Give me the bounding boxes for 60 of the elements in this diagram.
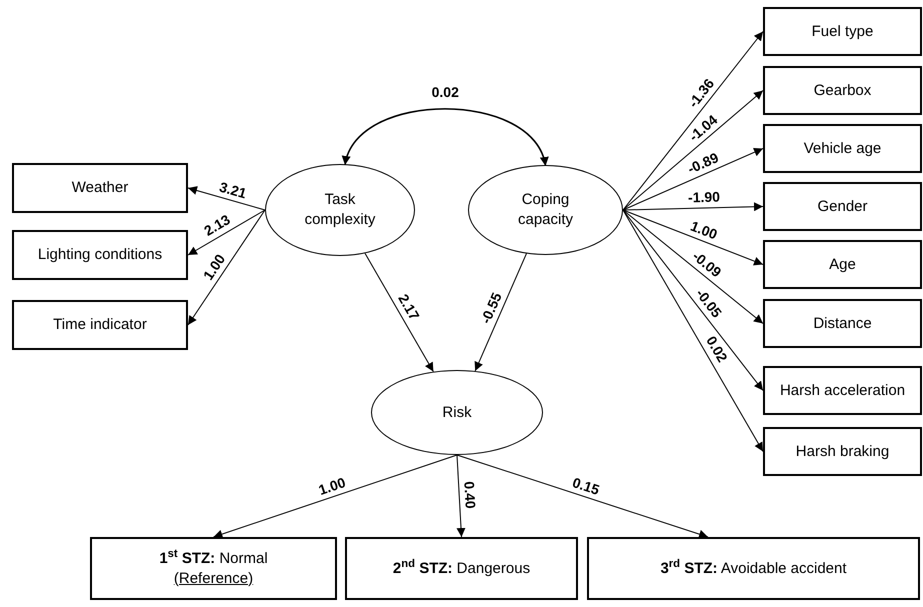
arrow	[456, 454, 708, 538]
edge-label: 1.00	[687, 216, 721, 242]
node-label: Harsh acceleration	[780, 380, 906, 400]
node-label: Lighting conditions	[38, 245, 162, 265]
observed-variable-box	[12, 300, 188, 350]
node-label: Time indicator	[53, 315, 147, 335]
edge-label: 0.40	[461, 480, 479, 510]
arrow	[364, 252, 434, 372]
node-label: Risk	[442, 402, 472, 422]
observed-variable-box	[763, 124, 922, 173]
node-label: Gender	[817, 196, 868, 216]
arrow	[622, 210, 764, 391]
node-label: Harsh braking	[796, 442, 890, 462]
arrow	[344, 108, 547, 166]
observed-variable-box	[763, 182, 922, 231]
observed-variable-box	[587, 537, 920, 600]
edge-label: 3.21	[217, 178, 250, 202]
arrow	[622, 90, 764, 210]
arrow	[188, 210, 266, 256]
arrow	[188, 186, 266, 210]
arrow	[622, 31, 764, 210]
node-label: Weather	[72, 178, 128, 198]
observed-variable-box	[12, 163, 188, 213]
arrow	[622, 202, 764, 212]
node-label: Fuel type	[812, 22, 874, 42]
observed-variable-box	[763, 240, 922, 289]
observed-variable-box	[763, 366, 922, 415]
arrow	[622, 148, 764, 210]
observed-variable-box	[90, 537, 337, 600]
observed-variable-box	[12, 230, 188, 280]
observed-variable-box	[345, 537, 578, 600]
edge-label: 0.02	[430, 84, 460, 100]
node-label: (Reference)	[174, 568, 254, 588]
edge-label: 2.13	[200, 210, 234, 240]
node-label: Distance	[813, 314, 872, 334]
arrow	[456, 454, 466, 538]
node-label: 2$^{nd}$ STZ: Dangerous	[392, 558, 530, 578]
node-label: Coping capacity	[516, 190, 574, 230]
edge-label: -0.09	[688, 246, 726, 281]
arrow	[188, 210, 266, 326]
arrow	[474, 253, 527, 372]
observed-variable-box	[763, 427, 922, 476]
node-label: Gearbox	[814, 80, 872, 100]
arrow	[622, 210, 764, 324]
node-label: Age	[829, 254, 856, 274]
edge-label: 0.15	[570, 473, 602, 498]
node-label: Vehicle age	[804, 138, 882, 158]
node-label: 1$^{st}$ STZ: Normal	[159, 548, 268, 568]
observed-variable-box	[763, 7, 922, 56]
arrow	[622, 210, 764, 452]
node-label: 3$^{rd}$ STZ: Avoidable accident	[660, 558, 847, 578]
arrow	[213, 454, 458, 538]
observed-variable-box	[763, 66, 922, 115]
node-label: Task complexity	[304, 190, 376, 230]
observed-variable-box	[763, 299, 922, 348]
edge-label: -0.55	[476, 289, 505, 327]
edge-label: 1.00	[315, 473, 348, 498]
edge-label: -0.89	[684, 148, 722, 178]
edge-label: -1.90	[686, 188, 722, 206]
arrow	[622, 210, 764, 266]
